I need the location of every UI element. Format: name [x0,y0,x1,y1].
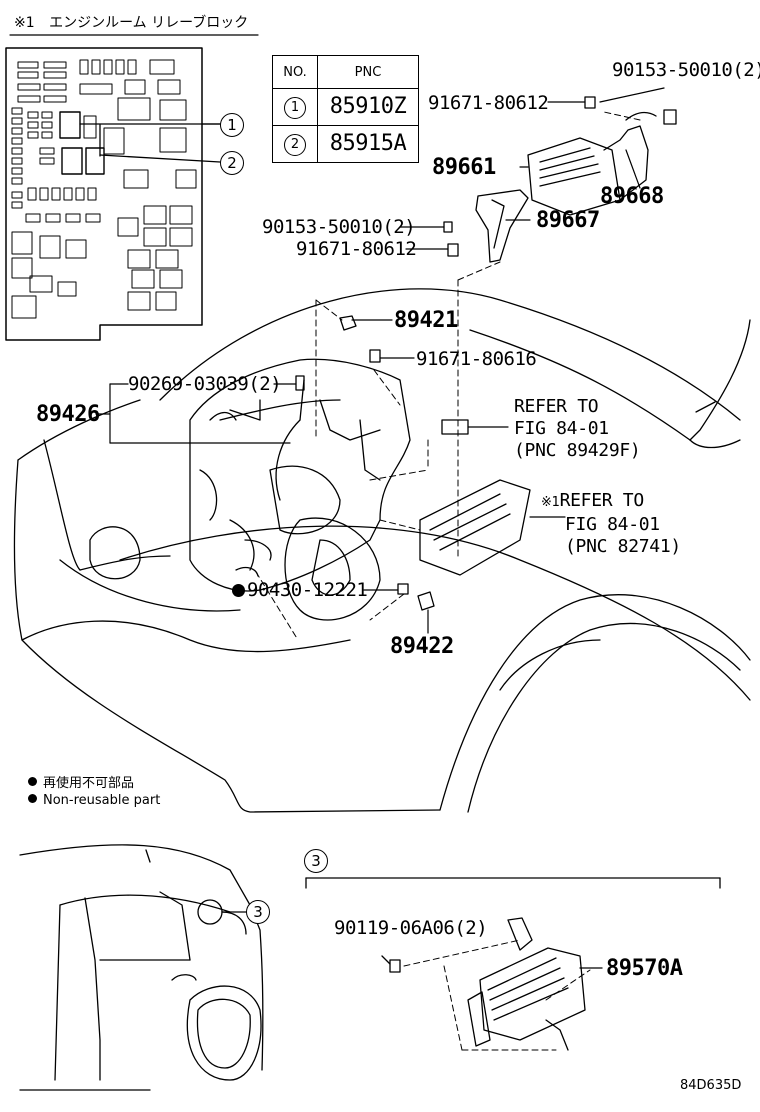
pnc-row1-no: 1 [284,96,306,119]
pnc-row2-value: 85915A [317,125,419,163]
part-90430: 90430-12221 [232,579,368,601]
refer-block-2: ※1REFER TO FIG 84-01 (PNC 82741) [541,490,681,558]
refer-2-line3: (PNC 82741) [565,536,681,557]
part-89667: 89667 [536,208,600,233]
pnc-row2-no: 2 [284,133,306,156]
refer-2-mark: ※1 [541,495,560,510]
module-89570a-drawing [305,877,721,1051]
relay-block-name: エンジンルーム リレーブロック [49,15,249,31]
callout-2: 2 [220,151,244,175]
car-body-drawing [13,288,751,813]
legend: 再使用不可部品 Non-reusable part [28,775,160,809]
refer-1-line1: REFER TO [514,396,599,417]
refer-1-line2: FIG 84-01 [514,418,609,439]
car-rear-drawing [19,844,264,1091]
part-89426: 89426 [36,402,100,427]
relay-block-ref-drawing [419,479,531,576]
pnc-table-header: NO. PNC [272,55,419,89]
pnc-header-pnc: PNC [317,55,419,89]
part-91671-top: 91671-80612 [428,92,549,114]
module-89570a-dashes [403,939,591,1051]
legend-dot-jp [28,777,37,786]
callout-1: 1 [220,113,244,137]
ecu-drawing [475,111,657,263]
non-reusable-dot [232,584,245,597]
part-89421: 89421 [394,308,458,333]
part-90119: 90119-06A06(2) [334,917,488,939]
legend-jp: 再使用不可部品 [43,776,135,791]
part-89661: 89661 [432,155,496,180]
part-91671-low: 91671-80616 [416,348,537,370]
pnc-table: NO. PNC 1 85910Z 2 85915A [272,55,419,163]
part-89570a: 89570A [606,956,683,981]
pnc-row1-value: 85910Z [317,88,419,126]
legend-en: Non-reusable part [43,793,161,808]
leader-90119 [381,955,391,965]
legend-dot-en [28,794,37,803]
refer-1-line3: (PNC 89429F) [514,440,641,461]
table-row: 1 85910Z [272,88,419,126]
part-90269: 90269-03039(2) [128,373,282,395]
refer-2-line2: FIG 84-01 [565,514,660,535]
table-row: 2 85915A [272,125,419,163]
refer-block-1: REFER TO FIG 84-01 (PNC 89429F) [514,396,641,462]
part-90430-label: 90430-12221 [247,579,368,601]
part-91671-mid: 91671-80612 [296,238,417,260]
callout-3-section: 3 [304,849,328,873]
pnc-header-no: NO. [272,55,318,89]
part-90153-mid: 90153-50010(2) [262,216,416,238]
dashed-lines [255,111,641,641]
callout-3-car: 3 [246,900,270,924]
relay-block-title: ※1 エンジンルーム リレーブロック [14,12,248,32]
part-90153-top: 90153-50010(2) [612,59,760,81]
part-89422: 89422 [390,634,454,659]
relay-block-drawing [5,34,259,341]
figure-id: 84D635D [680,1078,742,1093]
part-89668: 89668 [600,184,664,209]
refer-2-line1: REFER TO [559,490,645,511]
leader-lines [95,87,665,634]
relay-block-mark: ※1 [14,15,35,31]
